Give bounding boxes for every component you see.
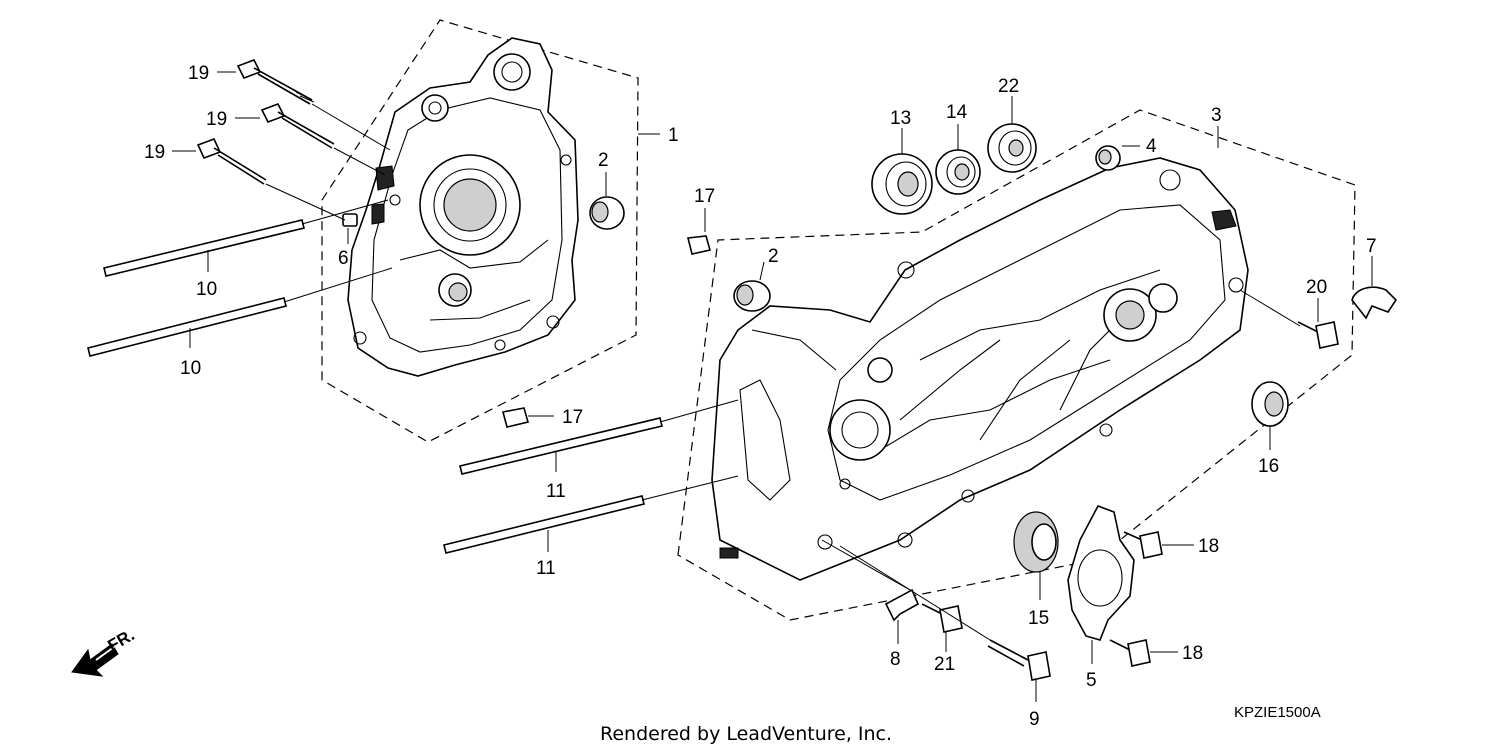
dowel-pin-6 [342, 213, 358, 227]
seal-plate-5 [1067, 505, 1135, 641]
callout-18-lower: 18 [1182, 643, 1203, 664]
callout-10-lower: 10 [180, 358, 201, 379]
callout-2-lower: 2 [768, 246, 779, 267]
bolt-20 [1297, 321, 1339, 349]
rendered-by-credit: Rendered by LeadVenture, Inc. [600, 723, 892, 745]
callout-11-upper: 11 [546, 481, 566, 502]
callout-15: 15 [1028, 608, 1049, 629]
right-crankcase-half [711, 157, 1249, 581]
callout-18-upper: 18 [1198, 536, 1219, 557]
diagram-code: KPZIE1500A [1234, 704, 1321, 721]
bolt-18-lower [1109, 639, 1151, 667]
callout-2-upper: 2 [598, 150, 609, 171]
stud-11-lower [443, 495, 645, 554]
stud-10-lower [87, 297, 287, 357]
callout-16: 16 [1258, 456, 1279, 477]
callout-19-upper: 19 [188, 63, 209, 84]
dowel-pin-17-upper [687, 235, 712, 255]
callout-5: 5 [1086, 670, 1097, 691]
left-crankcase-outline [321, 19, 639, 443]
bearing-22 [987, 123, 1037, 173]
callout-22: 22 [998, 76, 1019, 97]
front-direction-arrow-icon: FR. [71, 625, 138, 677]
bushing-2-lower [733, 280, 771, 312]
callout-17-upper: 17 [694, 186, 715, 207]
bushing-2-upper [589, 196, 625, 230]
callout-7: 7 [1366, 236, 1377, 257]
bolt-19-lower [196, 137, 267, 185]
collar-4 [1095, 145, 1121, 171]
callout-11-lower: 11 [536, 558, 556, 579]
stud-10-upper [103, 219, 305, 277]
oil-seal-15 [1013, 511, 1059, 573]
oil-seal-16 [1251, 381, 1289, 427]
callout-1: 1 [668, 125, 679, 146]
bolt-19-upper [236, 58, 315, 105]
callout-19-middle: 19 [206, 109, 227, 130]
bolt-18-upper [1123, 531, 1163, 559]
callout-8: 8 [890, 649, 901, 670]
callout-19-lower: 19 [144, 142, 165, 163]
callout-21: 21 [934, 654, 955, 675]
left-crankcase-half [347, 37, 579, 377]
bearing-14 [935, 149, 981, 195]
bolt-21 [921, 603, 963, 633]
callout-6: 6 [338, 248, 349, 269]
callout-17-lower: 17 [562, 407, 583, 428]
callout-3: 3 [1211, 105, 1222, 126]
callout-labels: 19 19 19 1 2 6 10 10 17 17 2 11 11 13 14… [144, 63, 1377, 730]
bolt-19-middle [260, 102, 335, 149]
callout-4: 4 [1146, 136, 1157, 157]
callout-14: 14 [946, 102, 968, 123]
callout-10-upper: 10 [196, 279, 217, 300]
clamp-8 [884, 588, 920, 622]
bolt-9 [987, 639, 1051, 681]
callout-20: 20 [1306, 277, 1327, 298]
callout-13: 13 [890, 108, 911, 129]
stud-11-upper [459, 417, 663, 475]
clip-7 [1351, 286, 1398, 320]
bearing-13 [871, 153, 933, 215]
callout-9: 9 [1029, 709, 1040, 730]
leader-lines [172, 71, 1373, 702]
dowel-pin-17-lower [502, 407, 529, 428]
